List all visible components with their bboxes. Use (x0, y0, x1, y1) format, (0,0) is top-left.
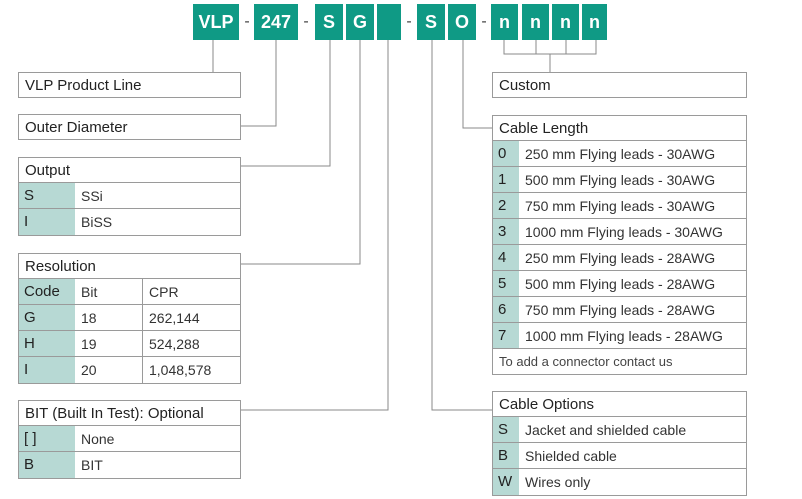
cable-options-table: Cable Options S Jacket and shielded cable… (492, 391, 747, 496)
bit-title: BIT (Built In Test): Optional (19, 401, 240, 426)
cable-length-code: 7 (493, 323, 519, 348)
resolution-header-code: Code (19, 279, 75, 304)
custom-label: Custom (499, 77, 551, 94)
bit-code: B (19, 452, 75, 478)
code-segment-bit (377, 4, 401, 40)
cable-length-desc: 1000 mm Flying leads - 28AWG (525, 328, 723, 344)
bit-desc: None (81, 431, 115, 447)
cable-length-desc: 750 mm Flying leads - 30AWG (525, 198, 716, 214)
table-row: B Shielded cable (493, 443, 746, 469)
cable-options-desc: Wires only (525, 474, 591, 490)
resolution-cpr: 1,048,578 (142, 357, 211, 383)
table-row: G 18 262,144 (19, 305, 240, 331)
output-table: Output S SSi I BiSS (18, 157, 241, 236)
cable-length-desc: 250 mm Flying leads - 30AWG (525, 146, 716, 162)
cable-options-title: Cable Options (493, 392, 746, 417)
table-row: 4 250 mm Flying leads - 28AWG (493, 245, 746, 271)
cable-length-code: 1 (493, 167, 519, 192)
table-row: 1 500 mm Flying leads - 30AWG (493, 167, 746, 193)
cable-length-code: 0 (493, 141, 519, 166)
table-row: [ ] None (19, 426, 240, 452)
resolution-table: Resolution Code Bit CPR G 18 262,144 H 1… (18, 253, 241, 384)
cable-length-desc: 250 mm Flying leads - 28AWG (525, 250, 716, 266)
cable-length-title: Cable Length (493, 116, 746, 141)
resolution-header-cpr: CPR (142, 279, 179, 304)
bit-code: [ ] (19, 426, 75, 451)
table-row: W Wires only (493, 469, 746, 495)
cable-length-code: 5 (493, 271, 519, 296)
cable-length-code: 4 (493, 245, 519, 270)
table-row: I BiSS (19, 209, 240, 235)
resolution-bit: 18 (81, 310, 97, 326)
code-segment-outer-diameter: 247 (254, 4, 298, 40)
code-segment-custom-1: n (491, 4, 518, 40)
resolution-code: G (19, 305, 75, 330)
code-separator: - (244, 13, 250, 30)
cable-options-code: S (493, 417, 519, 442)
output-code: S (19, 183, 75, 208)
resolution-bit: 20 (81, 362, 97, 378)
output-desc: SSi (81, 188, 103, 204)
table-row: 7 1000 mm Flying leads - 28AWG (493, 323, 746, 349)
table-row: B BIT (19, 452, 240, 478)
cable-length-table: Cable Length 0 250 mm Flying leads - 30AW… (492, 115, 747, 375)
table-row: H 19 524,288 (19, 331, 240, 357)
table-header-row: Code Bit CPR (19, 279, 240, 305)
output-desc: BiSS (81, 214, 113, 230)
table-row: 2 750 mm Flying leads - 30AWG (493, 193, 746, 219)
cable-length-desc: 750 mm Flying leads - 28AWG (525, 302, 716, 318)
cable-length-note: To add a connector contact us (499, 354, 673, 369)
table-row: 6 750 mm Flying leads - 28AWG (493, 297, 746, 323)
output-title: Output (19, 158, 240, 183)
code-segment-custom-2: n (522, 4, 549, 40)
product-line-box: VLP Product Line (18, 72, 241, 98)
cable-length-desc: 500 mm Flying leads - 28AWG (525, 276, 716, 292)
bit-table: BIT (Built In Test): Optional [ ] None B… (18, 400, 241, 479)
resolution-header-bit: Bit (81, 284, 98, 300)
table-row: 3 1000 mm Flying leads - 30AWG (493, 219, 746, 245)
resolution-cpr: 524,288 (142, 331, 200, 356)
cable-length-code: 6 (493, 297, 519, 322)
cable-length-code: 3 (493, 219, 519, 244)
cable-options-desc: Jacket and shielded cable (525, 422, 687, 438)
resolution-title: Resolution (19, 254, 240, 279)
cable-options-code: W (493, 469, 519, 495)
outer-diameter-box: Outer Diameter (18, 114, 241, 140)
cable-length-code: 2 (493, 193, 519, 218)
cable-length-desc: 500 mm Flying leads - 30AWG (525, 172, 716, 188)
code-separator: - (406, 13, 412, 30)
code-segment-resolution: G (346, 4, 374, 40)
resolution-code: H (19, 331, 75, 356)
outer-diameter-label: Outer Diameter (25, 119, 128, 136)
table-row: S SSi (19, 183, 240, 209)
bit-desc: BIT (81, 457, 103, 473)
table-row: 5 500 mm Flying leads - 28AWG (493, 271, 746, 297)
code-segment-custom-4: n (582, 4, 607, 40)
code-segment-cable-length: O (448, 4, 476, 40)
cable-length-desc: 1000 mm Flying leads - 30AWG (525, 224, 723, 240)
table-row: S Jacket and shielded cable (493, 417, 746, 443)
table-row: 0 250 mm Flying leads - 30AWG (493, 141, 746, 167)
code-segment-cable-options: S (417, 4, 445, 40)
code-separator: - (303, 13, 309, 30)
resolution-bit: 19 (81, 336, 97, 352)
resolution-cpr: 262,144 (142, 305, 200, 330)
product-line-label: VLP Product Line (25, 77, 142, 94)
code-separator: - (481, 13, 487, 30)
code-segment-output: S (315, 4, 343, 40)
custom-box: Custom (492, 72, 747, 98)
resolution-code: I (19, 357, 75, 383)
code-segment-product-line: VLP (193, 4, 239, 40)
code-segment-custom-3: n (552, 4, 579, 40)
table-row: I 20 1,048,578 (19, 357, 240, 383)
cable-options-desc: Shielded cable (525, 448, 617, 464)
cable-options-code: B (493, 443, 519, 468)
output-code: I (19, 209, 75, 235)
